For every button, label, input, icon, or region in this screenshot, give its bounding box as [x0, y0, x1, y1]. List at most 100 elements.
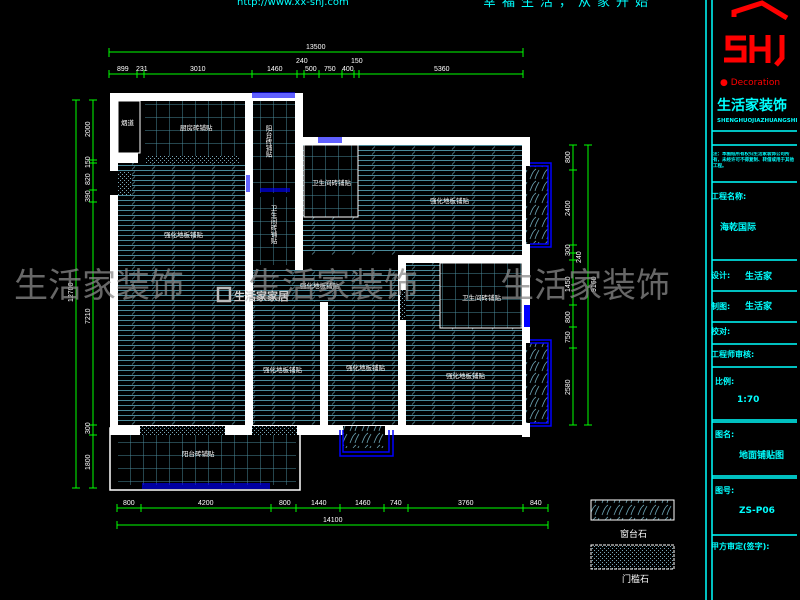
dim-top-total: 13500 [306, 44, 326, 51]
dim-right: 800 [565, 311, 572, 323]
threshold [118, 171, 132, 195]
dim-left: 150 [85, 156, 92, 168]
shj-logo-icon [724, 0, 789, 67]
bathroom-1-floor [253, 197, 295, 265]
room-label-bedroom-top: 强化地板铺贴 [430, 196, 470, 205]
watermark-logo-icon [216, 286, 232, 303]
client-sign-label: 甲方审定(签字): [711, 541, 770, 551]
bedroom-2-floor [328, 305, 398, 425]
dim-bottom: 1440 [311, 500, 327, 507]
balcony-top-floor [253, 101, 295, 193]
dim-top: 240 [296, 58, 308, 65]
dim-top: 5360 [434, 66, 450, 73]
room-label-living: 强化地板铺贴 [164, 230, 204, 239]
company-name: 生活家装饰 [717, 97, 787, 114]
room-label-corridor: 强化地板铺贴 [300, 281, 340, 290]
corridor-floor [253, 270, 398, 302]
name-label: 图名: [715, 429, 734, 439]
dim-left: 7210 [85, 308, 92, 324]
windows [142, 92, 342, 489]
bathroom-2-floor [303, 144, 359, 218]
dim-bottom: 740 [390, 500, 402, 507]
dim-right-total: 9160 [591, 276, 598, 292]
legend-threshold: 门槛石 [622, 573, 649, 585]
slogan-text: 幸福生活，从家开始 [483, 0, 654, 10]
room-label-bathroom-1: 卫生间砖铺贴 [269, 205, 277, 246]
drawing-label: 制图: [711, 301, 730, 311]
watermark-text: 生活家装饰 [14, 266, 184, 306]
dim-bottom: 4200 [198, 500, 214, 507]
room-label-balcony-bottom: 阳台砖铺贴 [182, 449, 215, 458]
dim-right: 300 [565, 244, 572, 256]
dim-top: 500 [305, 66, 317, 73]
dim-left: 2000 [85, 121, 92, 137]
dim-bottom: 800 [123, 500, 135, 507]
dim-bottom: 800 [279, 500, 291, 507]
dim-right: 800 [565, 151, 572, 163]
dim-bottom: 3760 [458, 500, 474, 507]
dim-right: 240 [576, 251, 583, 263]
walls [109, 93, 530, 491]
legend-windowsill: 窗台石 [620, 528, 647, 540]
design-label: 设计: [711, 270, 730, 280]
room-fills [117, 100, 523, 485]
design-value: 生活家 [745, 270, 773, 282]
room-label-balcony-top: 阳台砖铺贴 [264, 124, 272, 159]
dim-bottom: 1460 [355, 500, 371, 507]
dim-top: 1460 [267, 66, 283, 73]
note-text: 注：本图纸所有权归生活家装饰公司所有，未经许可不得复制、转借或用于其他工程。 [713, 152, 794, 169]
dim-top: 899 [117, 66, 129, 73]
threshold [145, 156, 240, 163]
room-label-bathroom-2: 卫生间砖铺贴 [312, 178, 352, 187]
dim-top: 400 [342, 66, 354, 73]
dim-bottom-total: 14100 [323, 517, 343, 524]
dim-right: 750 [565, 331, 572, 343]
room-label-kitchen: 厨房砖铺贴 [180, 123, 213, 132]
watermark-text: 生活家装饰 [500, 266, 670, 306]
company-pinyin: SHENGHUOJIAZHUANGSHI [717, 118, 797, 124]
dim-top: 750 [324, 66, 336, 73]
url-text: http://www.xx-shj.com [237, 0, 349, 8]
bedroom-1-floor [253, 305, 320, 425]
room-label-bedroom-1: 强化地板铺贴 [263, 365, 303, 374]
dim-top: 150 [351, 58, 363, 65]
scale-label: 比例: [715, 376, 734, 386]
dimension-lines [72, 48, 592, 529]
dim-left: 1800 [85, 454, 92, 470]
scale-value: 1:70 [737, 395, 759, 405]
dim-left: 390 [85, 190, 92, 202]
dim-top: 231 [136, 66, 148, 73]
engineer-label: 工程师审核: [711, 349, 754, 359]
dim-left-total: 12700 [68, 282, 75, 302]
number-value: ZS-P06 [739, 506, 775, 516]
watermark-text: 生活家装饰 [248, 266, 418, 306]
dim-left: 300 [85, 422, 92, 434]
bathroom-3-floor [439, 262, 523, 329]
watermark: 生活家装饰 生活家装饰 生活家装饰 生活家家居 [14, 266, 670, 306]
room-label-bedroom-2: 强化地板铺贴 [346, 363, 386, 372]
room-label-bedroom-3: 强化地板铺贴 [446, 371, 486, 380]
dim-right: 2580 [565, 379, 572, 395]
kitchen-floor [145, 101, 245, 156]
living-floor [118, 163, 245, 425]
decoration-text: ● Decoration [720, 78, 780, 88]
room-label-bathroom-3: 卫生间砖铺贴 [462, 293, 502, 302]
watermark-logo-text: 生活家家居 [234, 289, 289, 303]
dim-right: 2400 [565, 200, 572, 216]
room-label-flue: 烟道 [121, 118, 135, 127]
drawing-value: 生活家 [745, 300, 773, 312]
dim-bottom: 840 [530, 500, 542, 507]
balcony-bottom-floor [118, 435, 296, 485]
number-label: 图号: [715, 486, 734, 495]
project-label: 工程名称: [711, 191, 746, 201]
title-block: ● Decoration 生活家装饰 SHENGHUOJIAZHUANGSHI … [705, 0, 797, 600]
dim-right: 1450 [565, 276, 572, 292]
dim-top: 3010 [190, 66, 206, 73]
threshold [252, 426, 297, 435]
check-label: 校对: [711, 326, 730, 336]
project-value: 海乾国际 [720, 221, 756, 233]
bay-windows [339, 162, 552, 457]
threshold [400, 290, 406, 320]
